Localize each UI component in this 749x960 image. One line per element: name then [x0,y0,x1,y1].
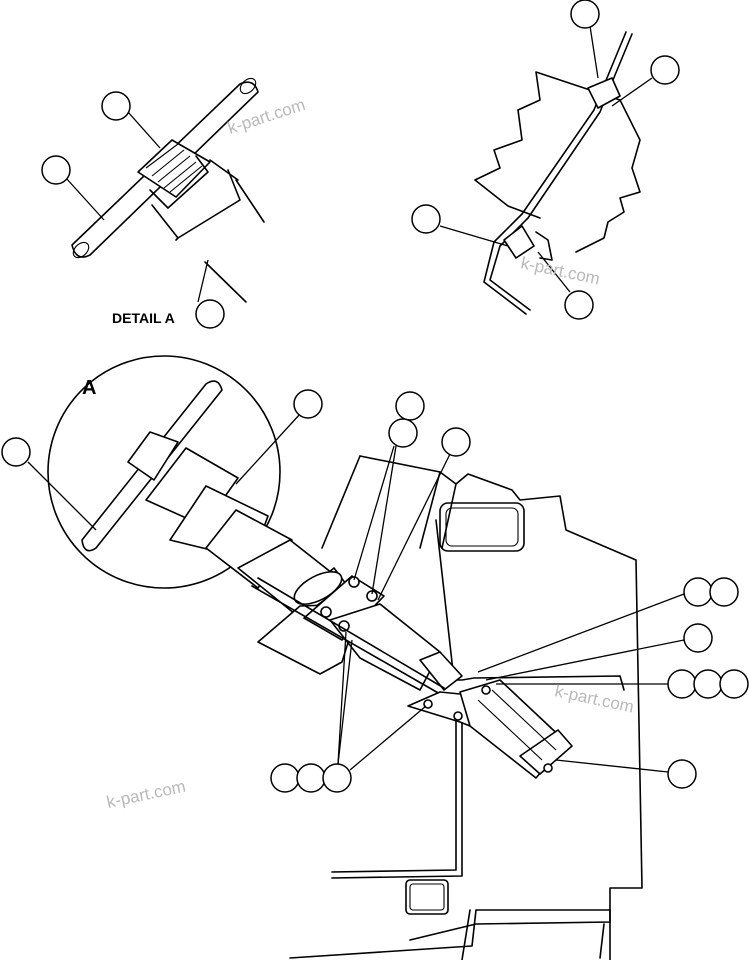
callout-bubble [411,204,441,234]
callout-bubble [41,155,71,185]
detail-a-view [71,77,265,303]
callout-bubble [270,763,300,793]
main-callouts [1,389,749,793]
callout-bubble [570,0,600,29]
detail-grip [137,139,211,209]
detail-a-callouts [41,91,225,329]
lower-block [405,879,449,915]
detail-a-caption: DETAIL A [112,310,175,326]
callout-bubble [564,290,594,320]
callout-bubble [667,759,697,789]
view-letter-a: A [82,377,96,399]
bracket-view [474,31,641,315]
magnifier-circle [47,355,281,589]
callout-bubble [683,623,713,653]
callout-bubble [395,391,425,421]
callout-bubble [719,669,749,699]
panel-break-outline [474,71,641,253]
magnifier-a [47,355,293,589]
callout-bubble [683,577,713,607]
callout-bubble [693,669,723,699]
callout-bubble [322,763,352,793]
callout-bubble [1,437,31,467]
steering-column [237,539,573,779]
callout-bubble [101,91,131,121]
callout-bubble [667,669,697,699]
bracket-callouts [411,0,680,320]
console-window [439,502,525,552]
callout-bubble [388,418,418,448]
detail-column [151,159,241,239]
callout-bubble [650,55,680,85]
callout-bubble [293,389,323,419]
cab-console-body [289,455,643,960]
callout-bubble [195,299,225,329]
callout-bubble [709,577,739,607]
callout-bubble [296,763,326,793]
callout-bubble [441,427,471,457]
watermark: k-part.com [519,253,601,288]
watermark: k-part.com [105,777,187,812]
